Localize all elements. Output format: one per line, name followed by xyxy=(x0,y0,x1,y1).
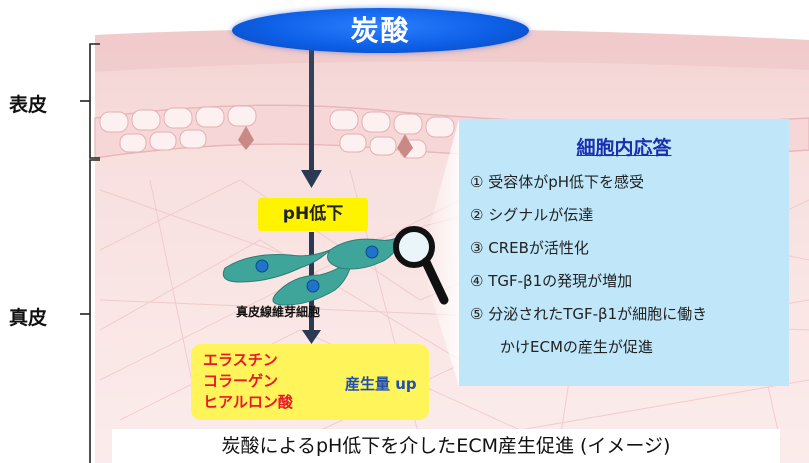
step-item-continued: かけECMの産生が促進 xyxy=(500,338,653,356)
fibroblast-label: 真皮線維芽細胞 xyxy=(235,305,320,319)
ecm-item: ヒアルロン酸 xyxy=(203,393,293,411)
fibroblast-cells xyxy=(222,230,406,306)
caption: 炭酸によるpH低下を介したECM産生促進 (イメージ) xyxy=(112,429,780,463)
ecm-box xyxy=(191,344,429,420)
production-label: 産生量 up xyxy=(345,375,417,393)
cell-response-panel xyxy=(459,119,789,386)
basal-cell-row xyxy=(99,105,455,159)
cell-response-title: 細胞内応答 xyxy=(459,133,789,160)
epidermis-label: 表皮 xyxy=(9,94,48,116)
step-item: ① 受容体がpH低下を感受 xyxy=(470,173,645,191)
step-item: ④ TGF-β1の発現が増加 xyxy=(470,272,633,290)
step-item: ② シグナルが伝達 xyxy=(470,206,594,224)
carbonic-acid-ellipse xyxy=(232,8,529,53)
title: 炭酸 xyxy=(350,14,411,47)
magnifier-icon xyxy=(393,226,449,305)
ecm-list: エラスチン コラーゲン ヒアルロン酸 xyxy=(203,350,293,413)
ecm-item: エラスチン xyxy=(203,351,278,369)
step-item: ③ CREBが活性化 xyxy=(470,239,589,257)
melanocyte xyxy=(238,126,254,150)
step-item: ⑤ 分泌されたTGF-β1が細胞に働き xyxy=(470,305,708,323)
cell-response-title-text: 細胞内応答 xyxy=(576,137,672,159)
melanocyte xyxy=(397,134,413,158)
dermis-label: 真皮 xyxy=(9,307,48,329)
layer-brackets xyxy=(80,43,100,463)
ecm-item: コラーゲン xyxy=(203,372,279,390)
ph-drop-box: pH低下 xyxy=(258,198,368,231)
zoom-cone xyxy=(420,119,459,386)
step-list: ① 受容体がpH低下を感受 ② シグナルが伝達 ③ CREBが活性化 ④ TGF… xyxy=(470,172,707,357)
